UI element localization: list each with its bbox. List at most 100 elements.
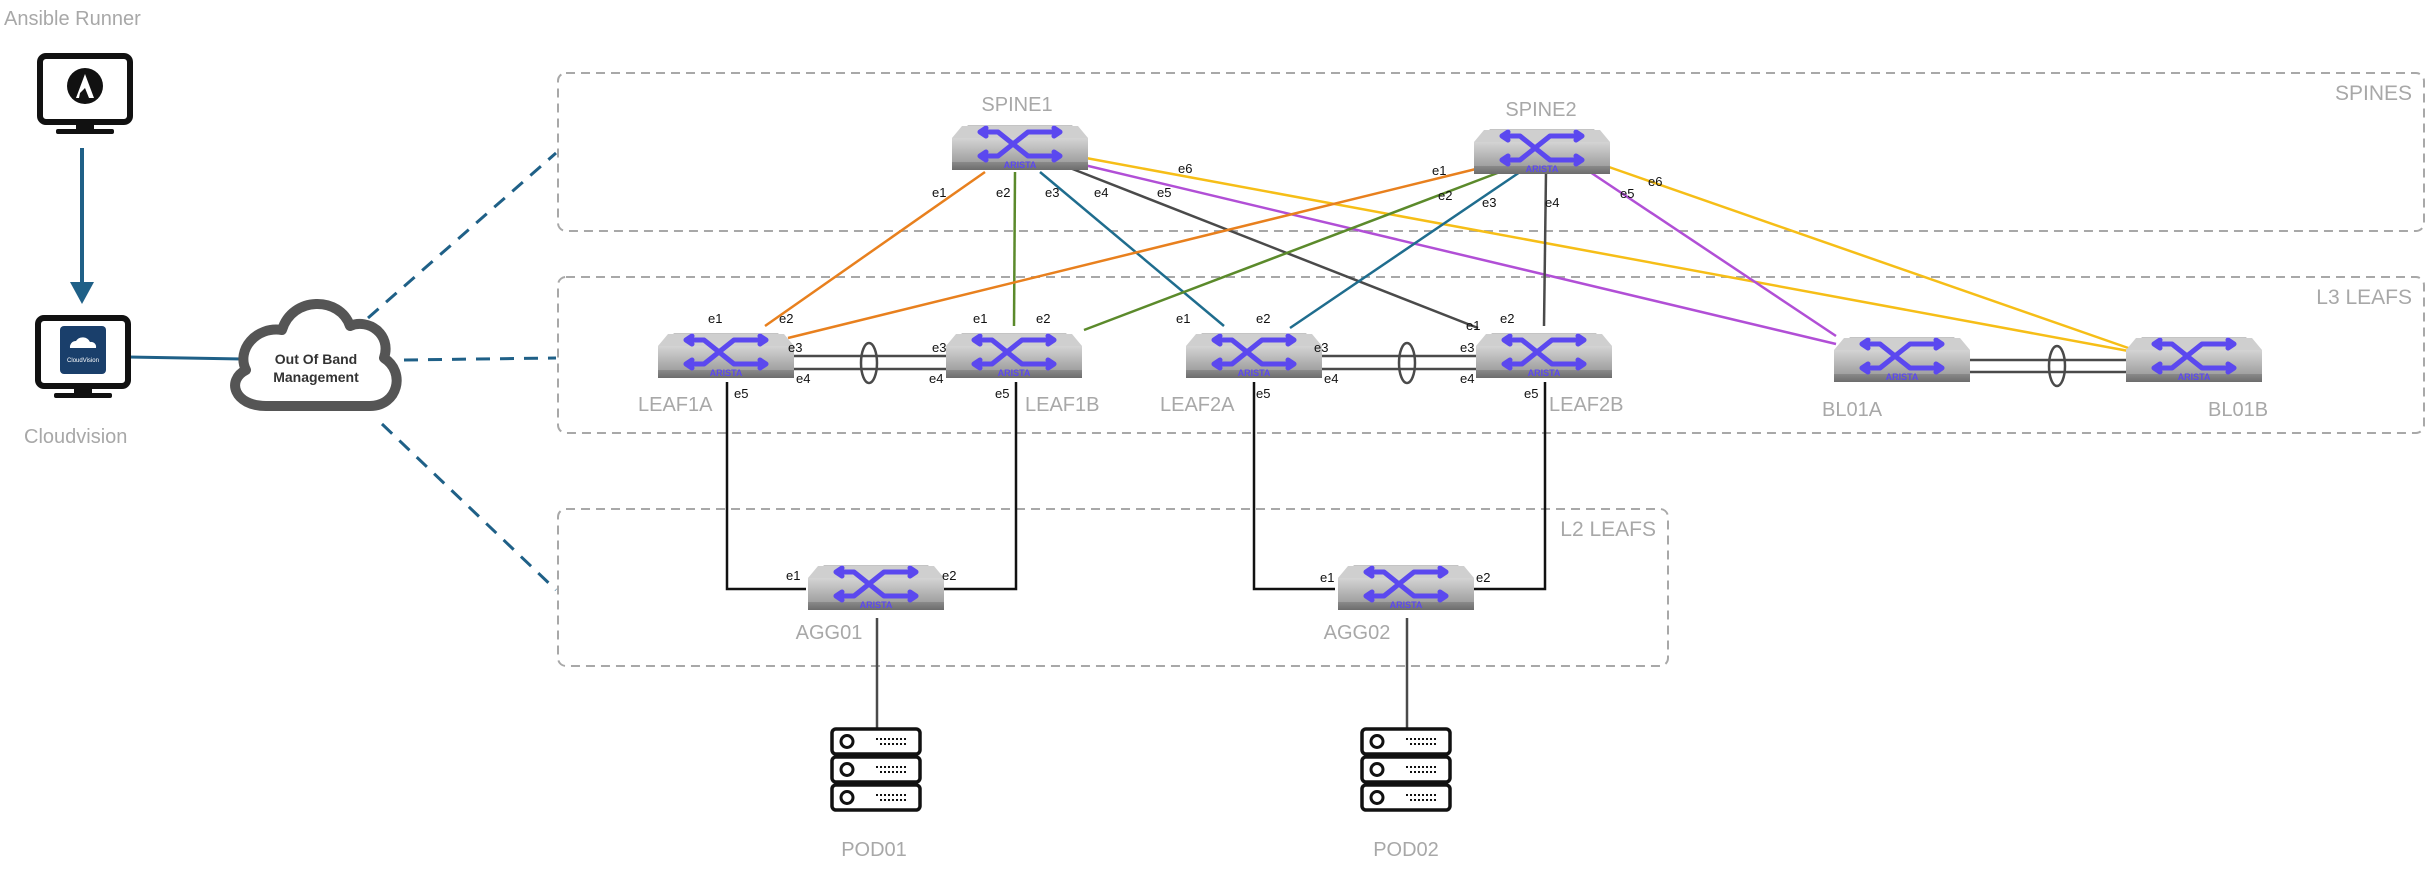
port-label: e5 bbox=[1524, 386, 1538, 401]
switch-bl01a[interactable]: ARISTA bbox=[1834, 338, 1970, 382]
port-label: e5 bbox=[1620, 186, 1634, 201]
port-label: e5 bbox=[734, 386, 748, 401]
label-pod01: POD01 bbox=[841, 839, 907, 861]
link-spine2-leaf2a bbox=[1289, 170, 1521, 330]
spine2-links bbox=[787, 164, 2135, 352]
label-pod02: POD02 bbox=[1373, 839, 1439, 861]
switch-leaf1a[interactable]: ARISTA bbox=[658, 334, 794, 378]
link-spine2-bl01b bbox=[1605, 164, 2135, 352]
label-bl01a: BL01A bbox=[1822, 399, 1883, 421]
zone-l2-leafs: L2 LEAFS bbox=[557, 508, 1669, 667]
label-agg01: AGG01 bbox=[796, 622, 863, 644]
link-spine1-leaf2b bbox=[1069, 166, 1479, 330]
node-labels: SPINE1 SPINE2 LEAF1A LEAF1B LEAF2A LEAF2… bbox=[638, 94, 2268, 861]
cvp-to-oob-link bbox=[127, 355, 243, 361]
switch-spine2[interactable]: ARISTA bbox=[1474, 130, 1610, 174]
l2-links bbox=[725, 382, 1547, 728]
mlag-peer-links bbox=[790, 341, 2136, 388]
management-links bbox=[70, 148, 558, 592]
port-label: e2 bbox=[1476, 570, 1490, 585]
label-leaf1a: LEAF1A bbox=[638, 394, 713, 416]
label-leaf2a: LEAF2A bbox=[1160, 394, 1235, 416]
port-label: e4 bbox=[1460, 371, 1474, 386]
port-label: e1 bbox=[1176, 311, 1190, 326]
switch-leaf2b[interactable]: ARISTA bbox=[1476, 334, 1612, 378]
link-spine1-leaf1a bbox=[764, 170, 986, 328]
oob-to-l2-link bbox=[380, 422, 558, 592]
port-label: e1 bbox=[1320, 570, 1334, 585]
arista-brand-label: ARISTA bbox=[1526, 164, 1559, 174]
link-spine2-leaf2b bbox=[1542, 171, 1548, 327]
server-pod01-icon[interactable] bbox=[830, 727, 922, 812]
arista-brand-label: ARISTA bbox=[710, 368, 743, 378]
arista-brand-label: ARISTA bbox=[860, 600, 893, 610]
link-spine1-leaf2a bbox=[1039, 171, 1225, 327]
label-bl01b: BL01B bbox=[2208, 399, 2268, 421]
port-label: e4 bbox=[929, 371, 943, 386]
port-label: e4 bbox=[1545, 195, 1559, 210]
port-label: e1 bbox=[1466, 318, 1480, 333]
port-label: e2 bbox=[1256, 311, 1270, 326]
port-label: e3 bbox=[1482, 195, 1496, 210]
oob-management-cloud-icon[interactable]: Out Of Band Management bbox=[230, 299, 402, 411]
port-label: e2 bbox=[779, 311, 793, 326]
arista-brand-label: ARISTA bbox=[998, 368, 1031, 378]
zone-l3-leafs: L3 LEAFS bbox=[557, 276, 2425, 434]
switch-spine1[interactable]: ARISTA bbox=[952, 126, 1088, 170]
port-label: e6 bbox=[1178, 161, 1192, 176]
switch-agg02[interactable]: ARISTA bbox=[1338, 566, 1474, 610]
port-label: e1 bbox=[1432, 163, 1446, 178]
cloudvision-title: Cloudvision bbox=[24, 426, 127, 448]
switch-bl01b[interactable]: ARISTA bbox=[2126, 338, 2262, 382]
cloudvision-node[interactable]: CloudVision Cloudvision bbox=[24, 315, 131, 448]
label-leaf2b: LEAF2B bbox=[1549, 394, 1623, 416]
link-spine1-bl01a bbox=[1079, 162, 1837, 346]
port-label: e6 bbox=[1648, 174, 1662, 189]
oob-label-line2: Management bbox=[273, 369, 359, 385]
zone-l3-leafs-title: L3 LEAFS bbox=[2316, 286, 2412, 309]
link-spine1-leaf1b bbox=[1012, 171, 1017, 327]
port-label: e5 bbox=[1256, 386, 1270, 401]
spine1-links bbox=[764, 156, 2135, 354]
ansible-runner-title: Ansible Runner bbox=[4, 8, 141, 30]
port-label: e2 bbox=[996, 185, 1010, 200]
switch-leaf1b[interactable]: ARISTA bbox=[946, 334, 1082, 378]
ansible-logo-icon bbox=[67, 68, 103, 104]
port-label: e4 bbox=[1324, 371, 1338, 386]
link-spine2-bl01a bbox=[1589, 170, 1837, 338]
link-spine2-leaf1b bbox=[1083, 170, 1501, 332]
port-label: e3 bbox=[1045, 185, 1059, 200]
oob-label-line1: Out Of Band bbox=[275, 351, 357, 367]
ansible-runner-node[interactable]: Ansible Runner bbox=[4, 8, 141, 134]
link-spine1-bl01b bbox=[1085, 156, 2135, 354]
port-label: e3 bbox=[932, 340, 946, 355]
arista-brand-label: ARISTA bbox=[2178, 372, 2211, 382]
port-label: e4 bbox=[796, 371, 810, 386]
port-label: e2 bbox=[1036, 311, 1050, 326]
port-label: e2 bbox=[1438, 188, 1452, 203]
port-label: e2 bbox=[1500, 311, 1514, 326]
arista-brand-label: ARISTA bbox=[1886, 372, 1919, 382]
server-pod02-icon[interactable] bbox=[1360, 727, 1452, 812]
port-label: e1 bbox=[973, 311, 987, 326]
oob-to-spines-link bbox=[367, 151, 557, 320]
zone-spines: SPINES bbox=[557, 72, 2425, 232]
port-label: e4 bbox=[1094, 185, 1108, 200]
oob-to-l3-link bbox=[403, 356, 557, 362]
switch-agg01[interactable]: ARISTA bbox=[808, 566, 944, 610]
port-label: e3 bbox=[1460, 340, 1474, 355]
zone-l2-leafs-title: L2 LEAFS bbox=[1560, 518, 1656, 541]
cloudvision-logo-icon: CloudVision bbox=[60, 326, 106, 374]
label-agg02: AGG02 bbox=[1324, 622, 1391, 644]
port-labels: e1 e2 e3 e4 e5 e6 e1 e2 e3 e4 e5 e6 e1 e… bbox=[708, 161, 1662, 585]
port-label: e3 bbox=[1314, 340, 1328, 355]
port-label: e2 bbox=[942, 568, 956, 583]
port-label: e1 bbox=[708, 311, 722, 326]
arista-brand-label: ARISTA bbox=[1238, 368, 1271, 378]
cloudvision-logo-text: CloudVision bbox=[67, 358, 99, 364]
arista-brand-label: ARISTA bbox=[1528, 368, 1561, 378]
label-spine1: SPINE1 bbox=[981, 94, 1052, 116]
label-leaf1b: LEAF1B bbox=[1025, 394, 1099, 416]
arista-brand-label: ARISTA bbox=[1004, 160, 1037, 170]
switch-leaf2a[interactable]: ARISTA bbox=[1186, 334, 1322, 378]
